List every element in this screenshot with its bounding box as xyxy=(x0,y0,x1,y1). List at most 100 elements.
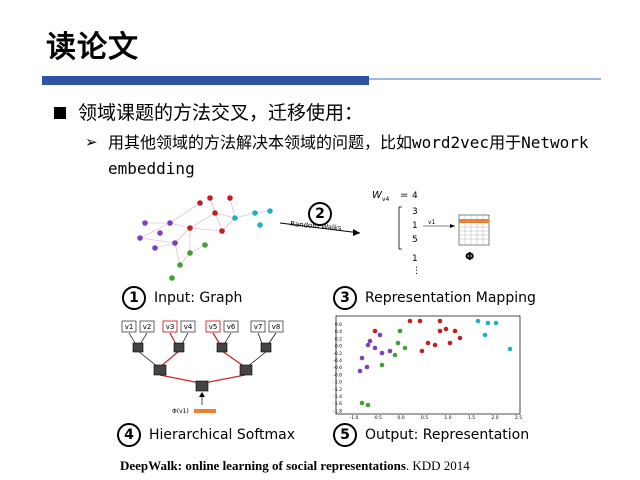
scatter-point xyxy=(379,362,385,368)
scatter-point xyxy=(432,342,438,348)
scatter-point xyxy=(425,340,431,346)
paper-citation: DeepWalk: online learning of social repr… xyxy=(120,458,470,474)
scatter-x-tick: 1.5 xyxy=(468,415,475,421)
step4-text: Hierarchical Softmax xyxy=(149,427,296,443)
scatter-point xyxy=(397,328,403,334)
step2-label: 2 xyxy=(308,202,340,226)
step1-label: 1 Input: Graph xyxy=(122,286,242,310)
random-walk-arrow xyxy=(279,222,361,234)
scatter-x-tick: 1.0 xyxy=(444,415,451,421)
scatter-y-tick: -0.8 xyxy=(333,372,342,378)
step3-text: Representation Mapping xyxy=(365,290,536,306)
graph-nodes xyxy=(137,195,273,281)
scatter-point xyxy=(407,318,413,324)
tree-leaf-8: v8 xyxy=(272,323,281,331)
scatter-point xyxy=(402,345,408,351)
scatter-point xyxy=(417,318,423,324)
phi-input-label: v1 xyxy=(428,219,436,226)
scatter-point xyxy=(395,340,401,346)
walk-equals: = xyxy=(400,190,408,201)
phi-v1-label: Φ(v1) xyxy=(172,408,189,415)
tree-leaf-2: v2 xyxy=(143,323,152,331)
arrowhead-icon xyxy=(353,229,360,236)
step5-label: 5 Output: Representation xyxy=(333,423,529,447)
scatter-point xyxy=(475,318,481,324)
slide-title: 读论文 xyxy=(46,30,139,65)
bullet-main: 领域课题的方法交叉，迁移使用： xyxy=(78,102,364,124)
scatter-y-tick: -0.2 xyxy=(333,351,342,357)
scatter-point xyxy=(507,346,513,352)
scatter-point xyxy=(357,368,363,374)
scatter-x-tick: -1.0 xyxy=(350,415,359,421)
square-bullet-icon xyxy=(54,107,66,119)
scatter-point xyxy=(364,364,370,370)
deepwalk-figure: Random Walks W v4 = 4 3 1 5 1 ⋮ v1 Φ xyxy=(121,190,522,421)
tree-leaf-5: v5 xyxy=(209,323,218,331)
step2-number: 2 xyxy=(308,202,332,226)
scatter-point xyxy=(372,345,378,351)
scatter-point xyxy=(379,350,385,356)
walk-value-0: 4 xyxy=(412,191,418,201)
walk-value-5: ⋮ xyxy=(412,266,421,276)
scatter-y-tick: -1.0 xyxy=(333,380,342,386)
scatter-point xyxy=(372,328,378,334)
step5-number: 5 xyxy=(333,423,357,447)
title-underline-light xyxy=(369,78,601,80)
scatter-point xyxy=(482,332,488,338)
scatter-x-tick: -0.5 xyxy=(373,415,382,421)
scatter-point xyxy=(392,352,398,358)
scatter-y-tick: 0.0 xyxy=(335,344,342,350)
scatter-point xyxy=(485,320,491,326)
step5-text: Output: Representation xyxy=(365,427,530,443)
scatter-x-tick: 0.0 xyxy=(397,415,404,421)
scatter-point xyxy=(437,328,443,334)
walk-value-1: 3 xyxy=(412,207,418,217)
phi-matrix xyxy=(458,214,490,246)
scatter-point xyxy=(493,320,499,326)
scatter-y-tick: 0.4 xyxy=(335,329,342,335)
walk-bracket xyxy=(398,206,402,250)
scatter-point xyxy=(452,328,458,334)
tree-leaf-4: v4 xyxy=(184,323,193,331)
citation-venue: . KDD 2014 xyxy=(405,458,470,473)
scatter-x-tick: 2.5 xyxy=(515,415,522,421)
step4-number: 4 xyxy=(117,423,141,447)
tree-leaf-6: v6 xyxy=(227,323,236,331)
scatter-point xyxy=(437,318,443,324)
output-scatter-plot: 0.60.40.20.0-0.2-0.4-0.6-0.8-1.0-1.2-1.4… xyxy=(333,315,522,421)
bullet-sub: 用其他领域的方法解决本领域的问题，比如word2vec用于Network emb… xyxy=(108,133,589,178)
phi-symbol: Φ xyxy=(465,250,474,263)
step3-label: 3 Representation Mapping xyxy=(333,286,536,310)
scatter-y-tick: -0.4 xyxy=(333,358,342,364)
scatter-point xyxy=(457,335,463,341)
walk-value-3: 5 xyxy=(412,235,418,245)
scatter-point xyxy=(359,355,365,361)
step1-text: Input: Graph xyxy=(154,290,243,306)
walk-value-2: 1 xyxy=(412,221,418,231)
arrow-bullet-icon: ➢ xyxy=(85,133,98,151)
scatter-point xyxy=(387,348,393,354)
scatter-y-tick: -1.6 xyxy=(333,401,342,407)
scatter-point xyxy=(447,340,453,346)
step4-label: 4 Hierarchical Softmax xyxy=(117,423,295,447)
scatter-point xyxy=(377,332,383,338)
tree-leaf-7: v7 xyxy=(254,323,263,331)
scatter-y-tick: -1.8 xyxy=(333,408,342,414)
scatter-x-tick: 0.5 xyxy=(421,415,428,421)
scatter-y-tick: -1.4 xyxy=(333,394,342,400)
step1-number: 1 xyxy=(122,286,146,310)
walk-symbol: W xyxy=(372,190,383,201)
walk-value-4: 1 xyxy=(412,254,418,264)
tree-leaf-1: v1 xyxy=(125,323,134,331)
step3-number: 3 xyxy=(333,286,357,310)
walk-subscript: v4 xyxy=(382,196,390,203)
scatter-y-tick: 0.6 xyxy=(335,322,342,328)
scatter-point xyxy=(367,338,373,344)
scatter-point xyxy=(419,348,425,354)
scatter-point xyxy=(365,402,371,408)
scatter-point xyxy=(365,342,371,348)
hierarchical-softmax-tree: v1 v2 v3 v4 v5 v6 v7 v8 Φ(v1) xyxy=(121,320,284,415)
title-underline-dark xyxy=(42,76,369,85)
scatter-point xyxy=(443,326,449,332)
scatter-y-tick: -0.6 xyxy=(333,365,342,371)
